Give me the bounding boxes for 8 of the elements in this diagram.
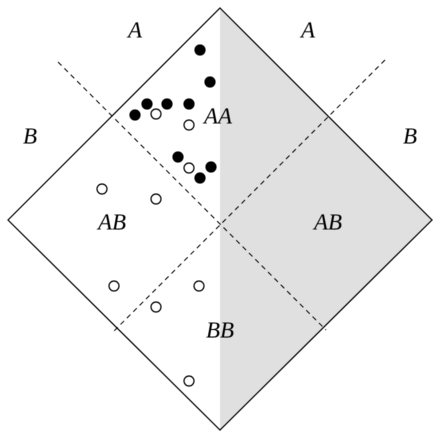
side-label: A: [300, 18, 316, 42]
side-label: B: [402, 124, 418, 148]
side-label: B: [22, 124, 38, 148]
region-label: AB: [98, 210, 126, 234]
region-label: AB: [314, 210, 342, 234]
region-label: BB: [206, 318, 234, 342]
region-label: AA: [204, 104, 232, 128]
side-label: A: [128, 18, 142, 42]
